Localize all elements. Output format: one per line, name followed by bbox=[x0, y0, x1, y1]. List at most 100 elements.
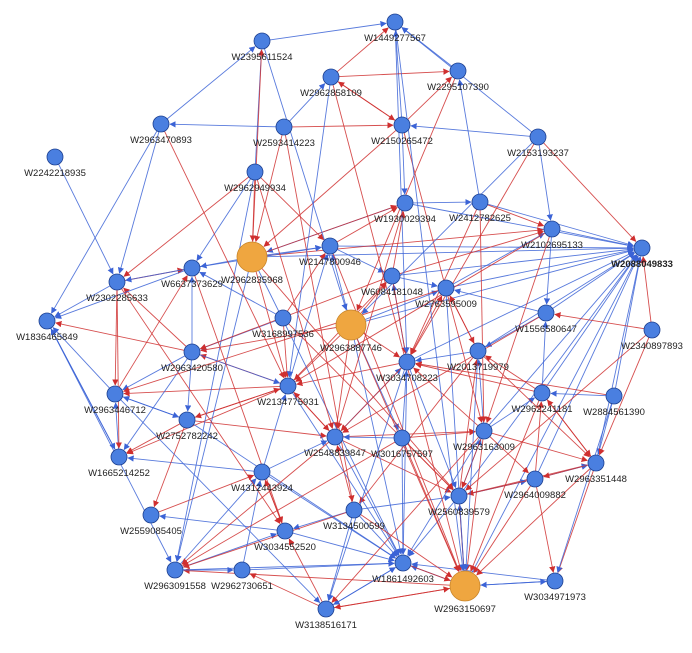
node-W6084181048[interactable] bbox=[383, 267, 401, 285]
node-W3134500599[interactable] bbox=[345, 501, 363, 519]
node-W3168997536[interactable] bbox=[274, 309, 292, 327]
node-W2150265472[interactable] bbox=[393, 116, 411, 134]
edge-W2963150697-to-W3034971973 bbox=[479, 578, 547, 586]
edge-W2763595009-to-W2963446712 bbox=[123, 289, 439, 393]
node-W2962730651[interactable] bbox=[233, 561, 251, 579]
node-W2102695133[interactable] bbox=[543, 220, 561, 238]
edge-W2963887746-to-W1861492603 bbox=[353, 339, 403, 555]
node-label-W3034708223: W3034708223 bbox=[376, 373, 438, 384]
node-label-W2963446712: W2963446712 bbox=[84, 405, 146, 416]
node-W2593414223[interactable] bbox=[275, 118, 293, 136]
node-W2763595009[interactable] bbox=[437, 279, 455, 297]
node-W3034708223[interactable] bbox=[398, 353, 416, 371]
node-W2963163009[interactable] bbox=[475, 422, 493, 440]
node-label-W3138516171: W3138516171 bbox=[295, 620, 357, 631]
node-label-W2395611524: W2395611524 bbox=[231, 52, 292, 63]
edge-W2962858109-to-W2963150697 bbox=[332, 84, 463, 572]
node-W2395611524[interactable] bbox=[253, 32, 271, 50]
edge-W2963470893-to-W2134775931 bbox=[164, 131, 285, 379]
node-W3034971973[interactable] bbox=[546, 572, 564, 590]
node-W2963091558[interactable] bbox=[166, 561, 184, 579]
edge-W2963351448-to-W2964009882 bbox=[543, 464, 589, 479]
node-W6637373629[interactable] bbox=[183, 259, 201, 277]
edge-W2963163009-to-W2013719979 bbox=[475, 359, 484, 424]
node-W2962949934[interactable] bbox=[246, 163, 264, 181]
node-W2963351448[interactable] bbox=[587, 454, 605, 472]
edge-W2593414223-to-W2962858109 bbox=[289, 83, 326, 122]
edge-W6084181048-to-W2102695133 bbox=[399, 230, 545, 275]
edge-W2302285633-to-W1836465849 bbox=[54, 285, 111, 317]
node-W1665214252[interactable] bbox=[110, 448, 128, 466]
edge-W6084181048-to-W2963420580 bbox=[199, 278, 385, 350]
node-W4312443924[interactable] bbox=[253, 463, 271, 481]
node-W3016757597[interactable] bbox=[393, 429, 411, 447]
node-W1836465849[interactable] bbox=[38, 312, 56, 330]
edge-W2593414223-to-W2962835968 bbox=[254, 134, 283, 243]
node-W2964009882[interactable] bbox=[526, 470, 544, 488]
node-W2153193237[interactable] bbox=[529, 128, 547, 146]
edge-W1556580647-to-W2763595009 bbox=[454, 288, 539, 312]
edge-W2962835968-to-W2560839579 bbox=[261, 268, 454, 490]
node-W2088049833[interactable] bbox=[633, 239, 651, 257]
edge-W2340897893-to-W2088049833 bbox=[640, 256, 652, 323]
node-W2013719979[interactable] bbox=[469, 342, 487, 360]
node-W2963470893[interactable] bbox=[152, 115, 170, 133]
edge-W1556580647-to-W2548839847 bbox=[342, 316, 540, 433]
edge-W2962835968-to-W2134775931 bbox=[255, 271, 288, 378]
node-W2548839847[interactable] bbox=[326, 428, 344, 446]
node-W3138516171[interactable] bbox=[317, 600, 335, 618]
edge-W2963470893-to-W1836465849 bbox=[51, 130, 158, 314]
node-W2559085405[interactable] bbox=[142, 506, 160, 524]
node-label-W2147800946: W2147800946 bbox=[299, 257, 361, 268]
edge-W2302285633-to-W1665214252 bbox=[115, 289, 122, 449]
node-W2963446712[interactable] bbox=[106, 385, 124, 403]
edge-W2752782242-to-W2548839847 bbox=[194, 420, 327, 439]
edge-W2962835968-to-W2395611524 bbox=[252, 49, 265, 243]
node-W3034552520[interactable] bbox=[276, 522, 294, 540]
edge-W2963351448-to-W3034971973 bbox=[556, 470, 594, 574]
node-W1930029394[interactable] bbox=[396, 194, 414, 212]
node-label-W4312443924: W4312443924 bbox=[231, 483, 293, 494]
node-W2962858109[interactable] bbox=[322, 68, 340, 86]
node-W2302285633[interactable] bbox=[108, 273, 126, 291]
edge-W2150265472-to-W2963163009 bbox=[403, 132, 484, 423]
edge-W2395611524-to-W1449277567 bbox=[269, 20, 387, 41]
node-W2963887746[interactable] bbox=[335, 309, 367, 341]
node-label-W2962730651: W2962730651 bbox=[211, 581, 273, 592]
node-W2560839579[interactable] bbox=[450, 487, 468, 505]
node-label-W2242218935: W2242218935 bbox=[24, 168, 86, 179]
edge-W3134500599-to-W3138516171 bbox=[326, 517, 353, 601]
edge-W2963446712-to-W6637373629 bbox=[118, 275, 188, 388]
edge-W2242218935-to-W2302285633 bbox=[58, 164, 114, 275]
edge-W2548839847-to-W2963091558 bbox=[181, 441, 330, 565]
edge-W2134775931-to-W2147800946 bbox=[289, 253, 329, 379]
node-W1449277567[interactable] bbox=[386, 13, 404, 31]
node-W2242218935[interactable] bbox=[46, 148, 64, 166]
node-W2963150697[interactable] bbox=[449, 570, 481, 602]
edge-W2962949934-to-W6637373629 bbox=[196, 178, 251, 262]
node-W2412782625[interactable] bbox=[471, 193, 489, 211]
node-label-W2963091558: W2963091558 bbox=[144, 581, 206, 592]
edge-W2147800946-to-W2088049833 bbox=[337, 244, 634, 252]
node-label-W2963887746: W2963887746 bbox=[320, 343, 382, 354]
edge-W3034708223-to-W2088049833 bbox=[414, 251, 635, 359]
edge-W2153193237-to-W2088049833 bbox=[543, 142, 637, 242]
node-W2340897893[interactable] bbox=[643, 321, 661, 339]
node-W2147800946[interactable] bbox=[321, 237, 339, 255]
edge-W3168997536-to-W2134775931 bbox=[283, 325, 291, 378]
edge-W2134775931-to-W2963446712 bbox=[123, 385, 281, 397]
node-label-W2559085405: W2559085405 bbox=[120, 526, 182, 537]
edge-W2752782242-to-W1665214252 bbox=[126, 423, 181, 454]
node-W2884561390[interactable] bbox=[605, 387, 623, 405]
node-W1556580647[interactable] bbox=[537, 304, 555, 322]
edge-W1930029394-to-W2412782625 bbox=[412, 199, 472, 206]
node-W1861492603[interactable] bbox=[394, 554, 412, 572]
node-W2962241181[interactable] bbox=[533, 384, 551, 402]
node-W2134775931[interactable] bbox=[279, 377, 297, 395]
edge-W2763595009-to-W2963150697 bbox=[446, 295, 467, 571]
node-W2962835968[interactable] bbox=[236, 241, 268, 273]
node-label-W2593414223: W2593414223 bbox=[253, 138, 315, 149]
node-W2295107390[interactable] bbox=[449, 62, 467, 80]
node-W2752782242[interactable] bbox=[178, 411, 196, 429]
node-W2963420580[interactable] bbox=[183, 343, 201, 361]
